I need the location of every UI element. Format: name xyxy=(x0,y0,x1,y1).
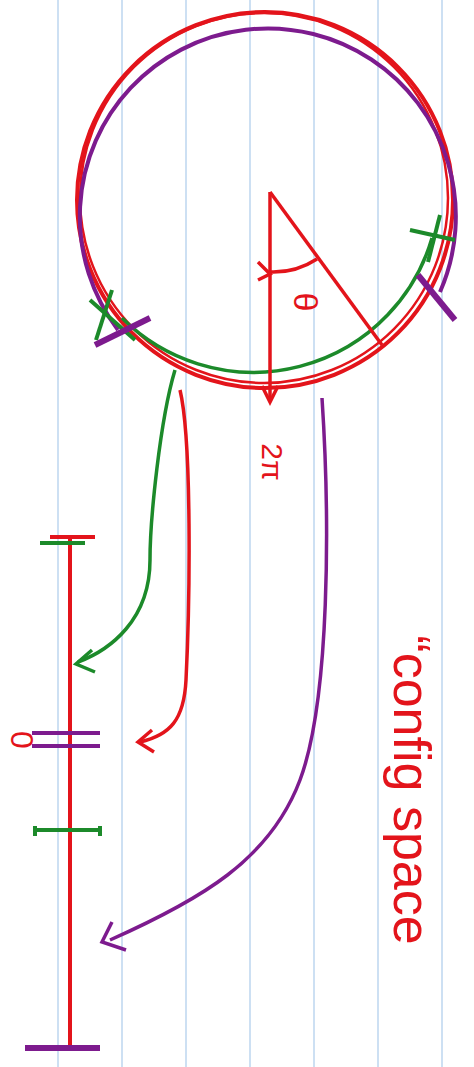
green-arc xyxy=(122,238,432,372)
circle xyxy=(77,12,453,388)
title-note: “config space xyxy=(386,635,438,944)
mapping-arrows xyxy=(76,370,327,950)
origin-label: 0 xyxy=(6,731,38,749)
purple-crosses xyxy=(95,275,455,345)
angle-label: θ xyxy=(289,293,323,312)
angle xyxy=(258,192,382,402)
circle-retrace xyxy=(80,13,448,383)
period-label: 2π xyxy=(257,443,287,480)
purple-arc xyxy=(80,28,456,330)
config-line xyxy=(25,537,100,1048)
notebook-rules xyxy=(58,0,442,1067)
